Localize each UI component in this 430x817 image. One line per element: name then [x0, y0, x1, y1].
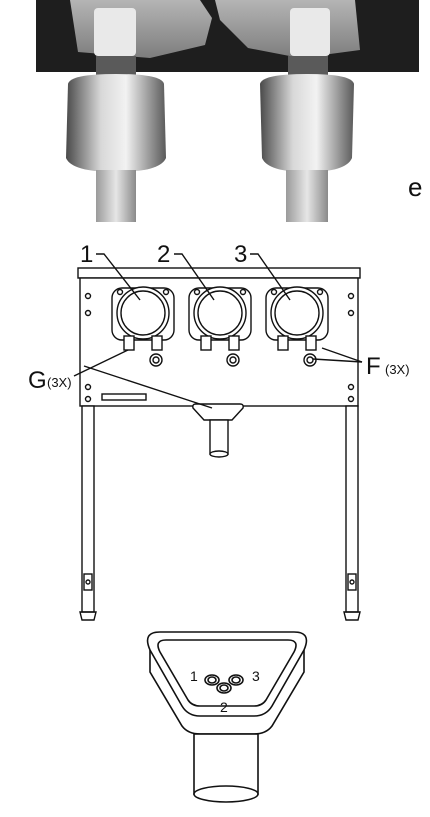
pump-head-2 — [188, 286, 252, 351]
manifold-stem — [193, 733, 259, 795]
plate-hole — [84, 309, 92, 317]
manifold-detail — [146, 631, 308, 803]
port-number-2: 2 — [220, 699, 228, 715]
plate-hole — [347, 292, 355, 300]
manifold-small-stem — [209, 419, 229, 455]
callout-f-qty: (3X) — [385, 362, 410, 377]
pump-head-3 — [265, 286, 329, 351]
photo-thread-left — [96, 56, 136, 78]
photo-fitting-right — [290, 8, 330, 56]
port-number-3: 3 — [252, 668, 260, 684]
leader-1 — [96, 253, 141, 301]
right-foot-slot — [347, 573, 357, 591]
top-rail — [77, 267, 361, 279]
callout-g-qty: (3X) — [47, 375, 72, 390]
plate-hole — [84, 395, 92, 403]
pump-number-1: 1 — [80, 241, 93, 268]
leader-2 — [174, 253, 215, 301]
leader-f-2 — [321, 347, 363, 363]
leader-f-1 — [312, 358, 363, 363]
left-foot-slot — [83, 573, 93, 591]
plate-hole — [347, 395, 355, 403]
photo-tube-right — [286, 170, 328, 222]
plate-hole — [84, 383, 92, 391]
photo-thread-right — [288, 56, 328, 78]
port-number-1: 1 — [190, 668, 198, 684]
callout-f-letter: F — [366, 353, 381, 380]
manifold-ports — [204, 674, 244, 694]
manifold-body — [146, 631, 308, 717]
plate-hole — [84, 292, 92, 300]
plate-hole — [347, 383, 355, 391]
pump-rack-drawing — [73, 253, 363, 621]
pump-photo — [36, 0, 419, 222]
plate-hole — [347, 309, 355, 317]
photo-cap-right — [260, 74, 354, 172]
manifold-small — [192, 403, 244, 421]
leader-3 — [250, 253, 291, 301]
leader-g-2 — [83, 365, 213, 409]
grommet-f — [149, 353, 317, 367]
pump-number-2: 2 — [157, 241, 170, 268]
photo-tube-left — [96, 170, 136, 222]
photo-partial-text: e — [408, 172, 422, 202]
leader-g-1 — [73, 349, 129, 377]
photo-fitting-left — [94, 8, 136, 56]
pump-number-3: 3 — [234, 241, 247, 268]
callout-g-letter: G — [28, 367, 47, 394]
photo-cap-left — [66, 74, 166, 172]
pump-head-1 — [111, 286, 175, 351]
nameplate — [101, 393, 147, 401]
